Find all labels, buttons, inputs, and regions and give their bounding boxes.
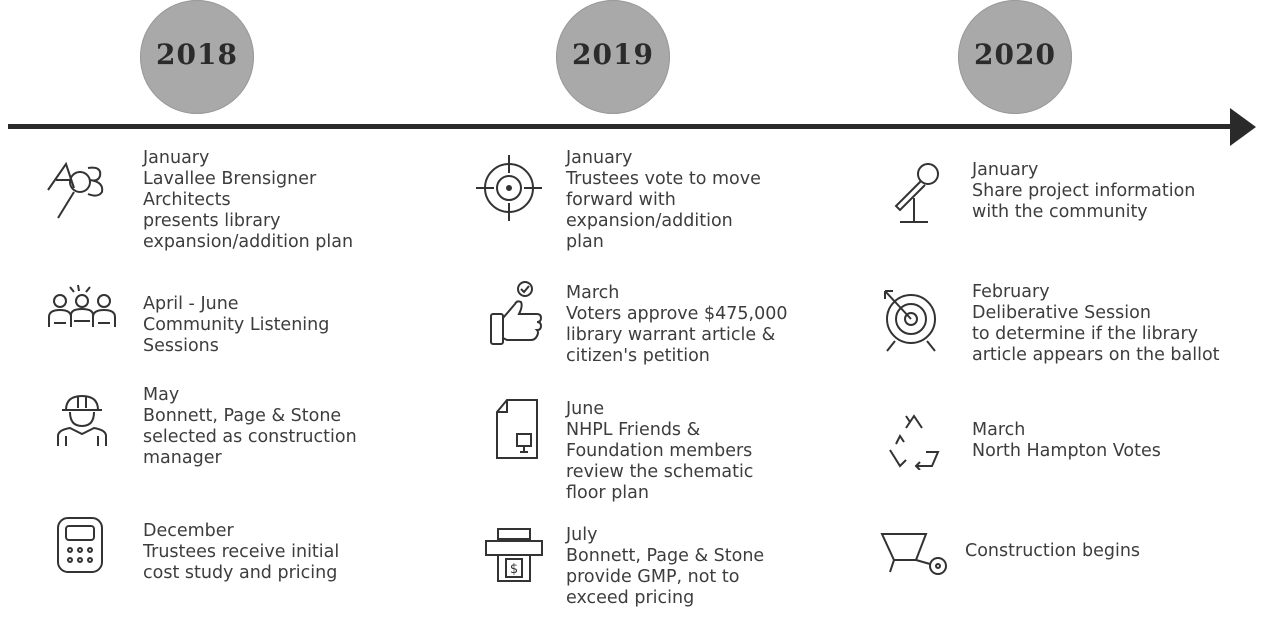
year-marker-2018: 2018 — [140, 0, 254, 114]
event-text: with the community — [972, 202, 1148, 222]
year-label: 2020 — [974, 38, 1056, 71]
construction-worker-icon — [52, 392, 116, 448]
event-month: January — [143, 148, 210, 168]
event-text: Sessions — [143, 336, 219, 356]
year-label: 2018 — [156, 38, 238, 71]
event-text: Deliberative Session — [972, 303, 1151, 323]
event-text: library warrant article & — [566, 325, 776, 345]
event-month: May — [143, 385, 180, 405]
timeline-axis — [8, 124, 1236, 129]
event-month: January — [972, 160, 1039, 180]
event-text: Foundation members — [566, 441, 753, 461]
event-2018-may: May Bonnett, Page & Stone selected as co… — [143, 385, 357, 469]
event-2019-june: June NHPL Friends & Foundation members r… — [566, 399, 753, 504]
architect-ab-icon — [44, 158, 122, 222]
event-month: April - June — [143, 294, 239, 314]
event-text: review the schematic — [566, 462, 754, 482]
microphone-stand-icon — [884, 160, 944, 226]
event-text: cost study and pricing — [143, 563, 338, 583]
cash-register-icon: $ — [482, 527, 546, 583]
event-text: Architects — [143, 190, 231, 210]
event-month: March — [566, 283, 620, 303]
event-text: Trustees receive initial — [143, 542, 340, 562]
floor-plan-document-icon — [493, 398, 543, 460]
bullseye-target-icon — [877, 285, 945, 355]
year-marker-2019: 2019 — [556, 0, 670, 114]
event-2018-december: December Trustees receive initial cost s… — [143, 521, 339, 584]
event-2019-march: March Voters approve $475,000 library wa… — [566, 283, 787, 367]
event-month: January — [566, 148, 633, 168]
event-2020-march: March North Hampton Votes — [972, 420, 1161, 462]
event-text: manager — [143, 448, 222, 468]
event-month: March — [972, 420, 1026, 440]
event-2020-construction: Construction begins — [965, 541, 1140, 562]
event-text: provide GMP, not to — [566, 567, 740, 587]
event-text: Trustees vote to move — [566, 169, 761, 189]
calculator-icon — [56, 516, 104, 574]
year-marker-2020: 2020 — [958, 0, 1072, 114]
event-2020-january: January Share project information with t… — [972, 160, 1195, 223]
event-text: plan — [566, 232, 604, 252]
event-month: December — [143, 521, 234, 541]
event-text: expansion/addition — [566, 211, 733, 231]
community-people-icon — [46, 283, 118, 331]
event-text: Bonnett, Page & Stone — [566, 546, 765, 566]
event-2020-february: February Deliberative Session to determi… — [972, 282, 1220, 366]
year-label: 2019 — [572, 38, 654, 71]
event-text: to determine if the library — [972, 324, 1199, 344]
svg-text:$: $ — [510, 562, 518, 577]
wheelbarrow-icon — [880, 530, 948, 580]
event-month: July — [566, 525, 598, 545]
timeline-arrow-head — [1230, 108, 1256, 146]
event-text: Bonnett, Page & Stone — [143, 406, 342, 426]
event-text: floor plan — [566, 483, 649, 503]
event-text: Construction begins — [965, 541, 1141, 561]
event-text: citizen's petition — [566, 346, 710, 366]
event-text: exceed pricing — [566, 588, 695, 608]
event-2018-april-june: April - June Community Listening Session… — [143, 294, 329, 357]
event-text: selected as construction — [143, 427, 357, 447]
event-2018-january: January Lavallee Brensigner Architects p… — [143, 148, 353, 253]
event-text: presents library — [143, 211, 281, 231]
recycle-icon — [886, 414, 942, 470]
thumbs-up-check-icon — [487, 280, 547, 350]
event-text: Community Listening — [143, 315, 330, 335]
event-2019-july: July Bonnett, Page & Stone provide GMP, … — [566, 525, 764, 609]
event-text: Lavallee Brensigner — [143, 169, 317, 189]
event-text: expansion/addition plan — [143, 232, 354, 252]
event-text: Share project information — [972, 181, 1196, 201]
event-text: Voters approve $475,000 — [566, 304, 788, 324]
event-month: February — [972, 282, 1050, 302]
event-2019-january: January Trustees vote to move forward wi… — [566, 148, 761, 253]
event-text: forward with — [566, 190, 676, 210]
event-text: article appears on the ballot — [972, 345, 1220, 365]
crosshair-target-icon — [474, 153, 544, 223]
event-month: June — [566, 399, 605, 419]
event-text: North Hampton Votes — [972, 441, 1161, 461]
event-text: NHPL Friends & — [566, 420, 701, 440]
